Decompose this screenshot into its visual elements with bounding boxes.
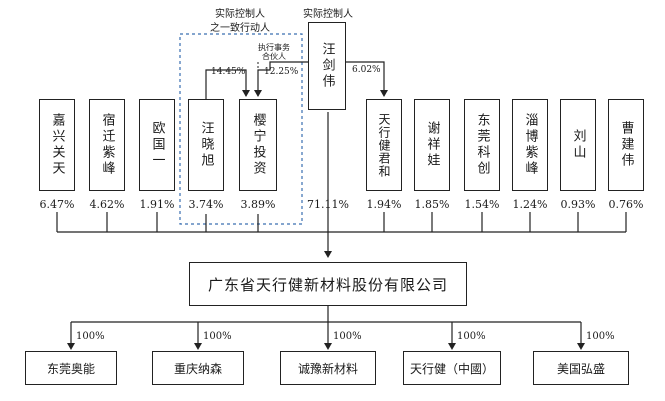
- shareholder-box: 樱宁投资: [239, 99, 277, 191]
- arrow-xiaoxu-to-yingning: [242, 90, 250, 97]
- shareholder-name: 曹建伟: [618, 121, 634, 169]
- concert-party-label: 实际控制人 之一致行动人: [190, 8, 290, 36]
- shareholder-name: 汪晓旭: [198, 121, 214, 169]
- arrow-to-yingning: [254, 90, 262, 97]
- gp-label-line1: 执行事务: [258, 43, 290, 52]
- shareholder-box: 东莞科创: [464, 99, 500, 191]
- shareholder-box: 谢祥娃: [414, 99, 450, 191]
- subsidiary-box: 天行健（中國）: [403, 351, 501, 385]
- controller-pct: 71.11%: [307, 198, 349, 211]
- company-name: 广东省天行健新材料股份有限公司: [207, 275, 448, 294]
- arrow-to-company: [324, 251, 332, 258]
- controller-name: 汪剑伟: [319, 42, 335, 90]
- subsidiary-pct: 100%: [76, 331, 105, 342]
- controller-label: 实际控制人: [303, 9, 353, 20]
- pct-controller-to-junhe: 6.02%: [352, 65, 381, 75]
- subsidiary-pct: 100%: [203, 331, 232, 342]
- shareholder-box: 汪晓旭: [188, 99, 224, 191]
- shareholder-name: 欧国一: [149, 121, 165, 169]
- subsidiary-pct: 100%: [586, 331, 615, 342]
- shareholder-box: 淄博紫峰: [512, 99, 548, 191]
- subsidiary-name: 诚豫新材料: [297, 361, 358, 376]
- shareholder-pct: 3.89%: [240, 198, 276, 211]
- subsidiary-box: 美国弘盛: [533, 351, 629, 385]
- subsidiary-pct: 100%: [333, 331, 362, 342]
- pct-xiaoxu-to-yingning: 14.45%: [211, 67, 246, 77]
- arrow-to-junhe: [380, 90, 388, 97]
- shareholder-box: 天行健君和: [366, 99, 402, 191]
- shareholder-name: 天行健君和: [377, 112, 391, 178]
- controller-box: 汪剑伟: [308, 22, 346, 110]
- shareholder-drops: [56, 112, 627, 232]
- shareholder-pct: 1.94%: [366, 198, 402, 211]
- shareholder-pct: 1.54%: [464, 198, 500, 211]
- subsidiary-box: 诚豫新材料: [280, 351, 376, 385]
- line-controller-to-junhe: [346, 61, 385, 96]
- concert-party-label-line2: 之一致行动人: [210, 23, 270, 34]
- shareholder-pct: 1.24%: [512, 198, 548, 211]
- subsidiary-name: 东莞奥能: [46, 361, 95, 376]
- shareholder-box: 宿迁紫峰: [89, 99, 125, 191]
- subsidiary-arrows: [67, 343, 585, 350]
- shareholder-name: 谢祥娃: [424, 121, 440, 169]
- shareholder-box: 曹建伟: [608, 99, 644, 191]
- shareholder-pct: 4.62%: [89, 198, 125, 211]
- shareholder-pct: 0.76%: [608, 198, 644, 211]
- shareholder-box: 欧国一: [139, 99, 175, 191]
- shareholder-name: 嘉兴关天: [49, 113, 65, 177]
- shareholder-pct: 6.47%: [39, 198, 75, 211]
- shareholder-name: 樱宁投资: [250, 113, 266, 177]
- shareholder-name: 宿迁紫峰: [99, 113, 115, 177]
- pct-controller-to-yingning: 12.25%: [264, 67, 299, 77]
- subsidiary-name: 美国弘盛: [556, 361, 605, 376]
- concert-party-label-line1: 实际控制人: [215, 9, 265, 20]
- line-controller-to-yingning: [257, 61, 308, 96]
- gp-label: 执行事务 合伙人: [252, 43, 296, 61]
- shareholder-pct: 3.74%: [188, 198, 224, 211]
- shareholder-box: 刘山: [560, 99, 596, 191]
- shareholder-name: 淄博紫峰: [522, 113, 538, 177]
- subsidiary-name: 重庆纳森: [173, 361, 222, 376]
- line-xiaoxu-to-yingning: [205, 69, 247, 100]
- shareholder-name: 刘山: [570, 129, 586, 161]
- subsidiary-pct: 100%: [457, 331, 486, 342]
- subsidiary-name: 天行健（中國）: [409, 361, 494, 376]
- concert-party-dashed-frame: [179, 33, 303, 225]
- company-box: 广东省天行健新材料股份有限公司: [189, 262, 467, 306]
- subsidiary-box: 东莞奥能: [25, 351, 117, 385]
- shareholder-box: 嘉兴关天: [39, 99, 75, 191]
- shareholder-pct: 1.91%: [139, 198, 175, 211]
- shareholder-pct: 0.93%: [560, 198, 596, 211]
- gp-label-line2: 合伙人: [262, 52, 286, 61]
- subsidiary-box: 重庆纳森: [152, 351, 244, 385]
- shareholder-name: 东莞科创: [474, 113, 490, 177]
- shareholder-pct: 1.85%: [414, 198, 450, 211]
